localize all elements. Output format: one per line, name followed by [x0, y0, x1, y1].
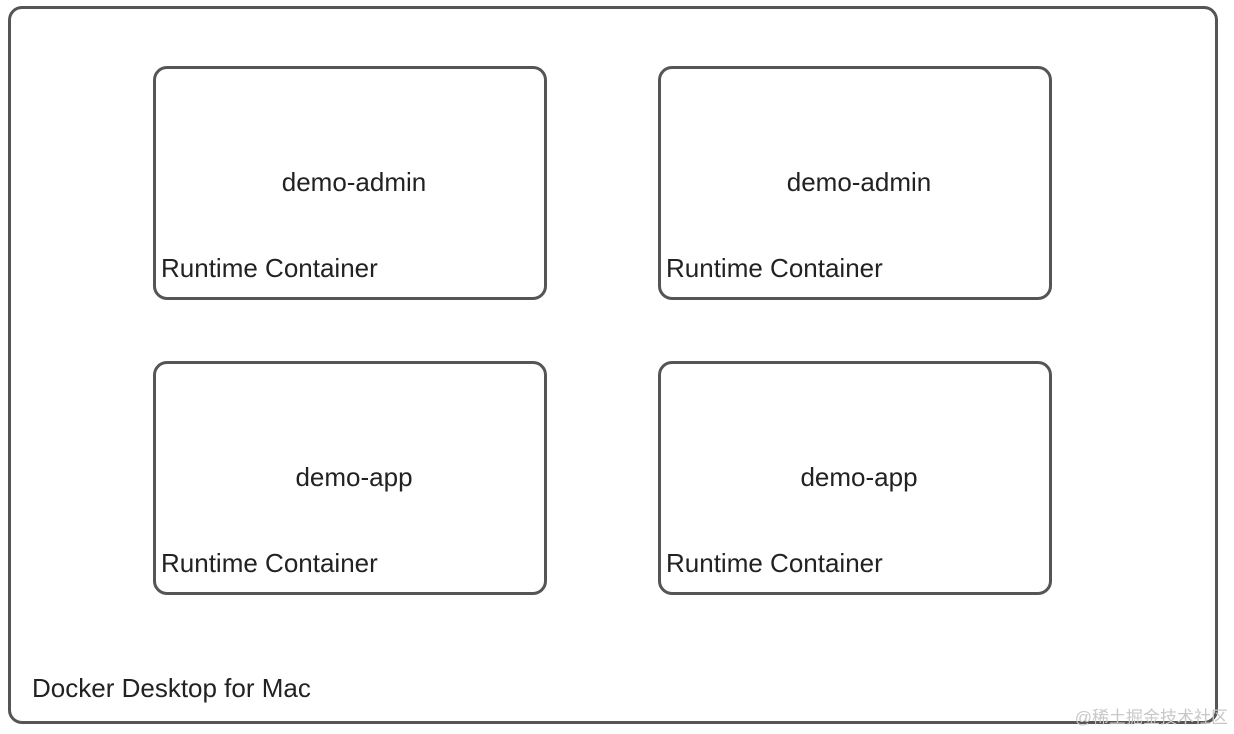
juejin-watermark: @稀土掘金技术社区	[1074, 708, 1228, 727]
runtime-container-demo-admin-1: demo-admin Runtime Container	[153, 66, 547, 300]
service-name-label: demo-admin	[786, 167, 932, 197]
runtime-container-label: Runtime Container	[161, 253, 378, 283]
runtime-container-label: Runtime Container	[161, 548, 378, 578]
runtime-container-demo-admin-2: demo-admin Runtime Container	[658, 66, 1052, 300]
service-name-label: demo-app	[800, 462, 918, 492]
runtime-container-label: Runtime Container	[666, 548, 883, 578]
service-name-label: demo-app	[295, 462, 413, 492]
runtime-container-demo-app-2: demo-app Runtime Container	[658, 361, 1052, 595]
runtime-container-label: Runtime Container	[666, 253, 883, 283]
runtime-container-demo-app-1: demo-app Runtime Container	[153, 361, 547, 595]
docker-desktop-host-label: Docker Desktop for Mac	[32, 673, 311, 703]
service-name-label: demo-admin	[281, 167, 427, 197]
